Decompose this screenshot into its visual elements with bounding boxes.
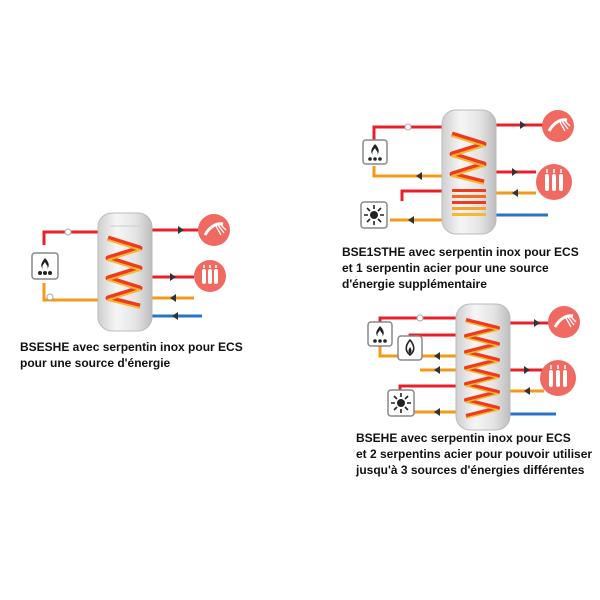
solar-icon bbox=[387, 389, 415, 417]
caption-bsehe: BSEHE avec serpentin inox pour ECS et 2 … bbox=[356, 431, 593, 477]
bse1sthe-tank bbox=[441, 109, 497, 235]
shower-icon bbox=[198, 214, 230, 246]
flame-icon bbox=[397, 335, 423, 361]
ecs-coil bbox=[464, 318, 500, 418]
boiler-icon bbox=[362, 139, 388, 165]
boiler-icon bbox=[31, 252, 59, 280]
bseshe-pipes bbox=[42, 226, 202, 320]
shower-icon bbox=[548, 306, 580, 338]
ecs-coil bbox=[105, 235, 143, 309]
radiator-icon bbox=[536, 164, 572, 200]
shower-icon bbox=[542, 110, 574, 142]
return-pipe bbox=[42, 283, 100, 302]
solar-icon bbox=[360, 201, 388, 229]
boiler-icon bbox=[367, 321, 393, 347]
radiator-icon bbox=[194, 260, 226, 292]
bseshe-tank bbox=[97, 212, 153, 332]
caption-bse1sthe: BSE1STHE avec serpentin inox pour ECS et… bbox=[342, 245, 579, 291]
radiator-icon bbox=[540, 360, 576, 396]
caption-bseshe: BSESHE avec serpentin inox pour ECS pour… bbox=[20, 340, 243, 370]
steel-coil bbox=[452, 189, 486, 216]
hot-pipe bbox=[42, 230, 98, 245]
bsehe-tank bbox=[455, 303, 511, 431]
bse1sthe-pipes bbox=[372, 121, 548, 224]
